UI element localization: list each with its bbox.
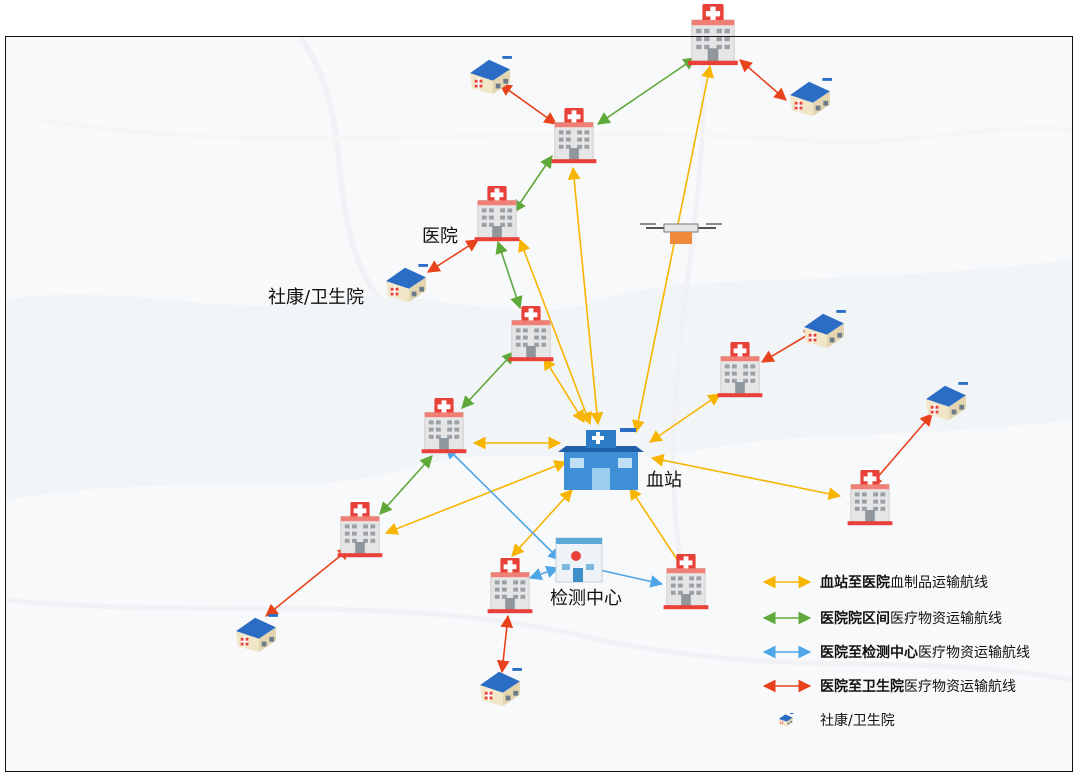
legend-rest: 医疗物资运输航线 <box>918 645 1030 661</box>
legend-rest: 血制品运输航线 <box>890 575 988 591</box>
legend-bold: 血站至医院 <box>820 575 890 591</box>
legend-rest: 医疗物资运输航线 <box>890 611 1002 627</box>
legend-rest: 医疗物资运输航线 <box>904 679 1016 695</box>
blood-station-icon <box>558 428 644 490</box>
legend-item-hospital-to-clinic: 医院至卫生院医疗物资运输航线 <box>760 674 1016 698</box>
legend-item-clinic: 社康/卫生院 <box>760 704 895 736</box>
test-center-icon <box>555 537 603 583</box>
drone-icon <box>640 223 722 244</box>
legend-bold: 医院院区间 <box>820 611 890 627</box>
blue-arrow-icon <box>762 645 812 659</box>
yellow-arrow-icon <box>762 575 812 589</box>
hospital-label: 医院 <box>422 226 458 247</box>
legend-rest: 社康/卫生院 <box>820 713 895 729</box>
clinic-label: 社康/卫生院 <box>268 287 365 308</box>
green-arrow-icon <box>762 611 812 625</box>
blood-to-hospital-routes <box>384 64 842 578</box>
test-center-label: 检测中心 <box>550 588 622 609</box>
legend-item-blood-to-hospital: 血站至医院血制品运输航线 <box>760 570 988 594</box>
clinic-icon <box>778 713 794 727</box>
legend-item-hospital-to-test: 医院至检测中心医疗物资运输航线 <box>760 640 1030 664</box>
legend-bold: 医院至卫生院 <box>820 679 904 695</box>
hospital-to-hospital-routes <box>379 57 697 515</box>
legend-item-hospital-to-hospital: 医院院区间医疗物资运输航线 <box>760 606 1002 630</box>
legend-bold: 医院至检测中心 <box>820 645 918 661</box>
blood-station-label: 血站 <box>646 470 682 491</box>
diagram-frame <box>5 36 1073 772</box>
red-arrow-icon <box>762 679 812 693</box>
